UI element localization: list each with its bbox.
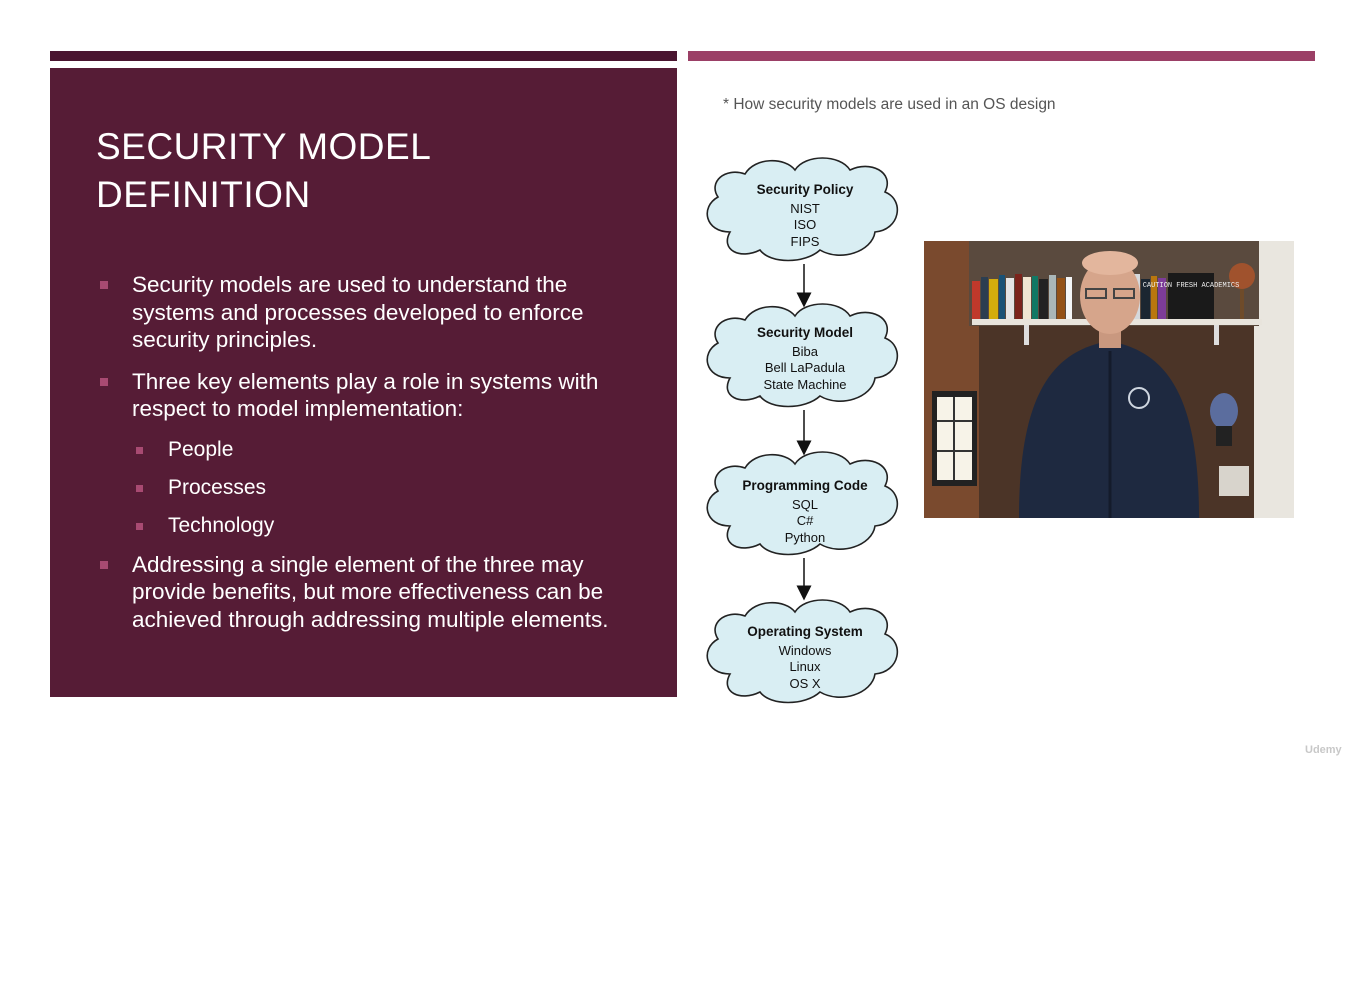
node-item: Linux [789, 659, 821, 674]
sub-bullet-text: Processes [168, 475, 267, 499]
node-item: SQL [791, 496, 818, 512]
node-item: State Machine [763, 376, 847, 392]
node-item: FIPS [790, 233, 820, 249]
bullet-square-icon [100, 281, 108, 289]
node-title: Security Policy [756, 182, 854, 197]
node-item: ISO [793, 217, 817, 232]
bullet-square-icon [136, 484, 143, 492]
udemy-watermark-logo: Udemy [1305, 744, 1342, 756]
book-sign-text: CAUTION FRESH ACADEMICS [1143, 282, 1240, 290]
bullet-item: Addressing a single element of the three… [96, 551, 636, 634]
bullet-text: Three key elements play a role in system… [132, 368, 599, 422]
bullet-square-icon [100, 377, 108, 386]
node-item: NIST [790, 200, 820, 216]
instructor-video-overlay[interactable]: CAUTION FRESH ACADEMICS [924, 241, 1294, 518]
node-item: C# [796, 513, 814, 528]
node-item: OS X [789, 675, 821, 691]
top-accent-bar-left [50, 51, 677, 61]
bullet-square-icon [136, 522, 143, 530]
os-design-flow-diagram: Security Policy NIST ISO FIPS Security M… [700, 150, 910, 710]
node-item: Biba [791, 343, 819, 359]
plant-pot [1210, 393, 1249, 496]
node-security-model: Security Model Biba Bell LaPadula State … [700, 325, 910, 393]
sub-bullet-item: Processes [96, 475, 636, 501]
sub-bullet-item: People [96, 437, 636, 463]
bullet-item: Three key elements play a role in system… [96, 368, 636, 423]
slide-text-panel: SECURITY MODEL DEFINITION Security model… [50, 68, 677, 697]
node-item: Windows [778, 642, 832, 658]
bullet-square-icon [136, 446, 143, 454]
sub-bullet-text: People [168, 437, 234, 461]
slide-title: SECURITY MODEL DEFINITION [96, 126, 430, 215]
bullet-text: Addressing a single element of the three… [132, 551, 609, 632]
flow-diagram-shapes [706, 157, 899, 704]
node-operating-system: Operating System Windows Linux OS X [700, 624, 910, 692]
node-security-policy: Security Policy NIST ISO FIPS [700, 182, 910, 250]
instructor-video-frame: CAUTION FRESH ACADEMICS [924, 241, 1294, 518]
sub-bullet-item: Technology [96, 513, 636, 539]
bullet-list: Security models are used to understand t… [96, 271, 636, 647]
lantern [932, 391, 977, 486]
node-item: Python [784, 529, 826, 545]
bullet-item: Security models are used to understand t… [96, 271, 636, 354]
instructor-person [1019, 251, 1199, 518]
bullet-square-icon [100, 560, 108, 569]
top-accent-bar-right [688, 51, 1315, 61]
node-programming-code: Programming Code SQL C# Python [700, 478, 910, 546]
diagram-caption: * How security models are used in an OS … [723, 96, 1056, 113]
bullet-text: Security models are used to understand t… [132, 272, 584, 352]
sub-bullet-text: Technology [168, 513, 275, 537]
node-title: Security Model [756, 325, 854, 340]
node-item: Bell LaPadula [764, 360, 846, 375]
node-title: Operating System [747, 624, 863, 639]
node-title: Programming Code [742, 478, 868, 493]
